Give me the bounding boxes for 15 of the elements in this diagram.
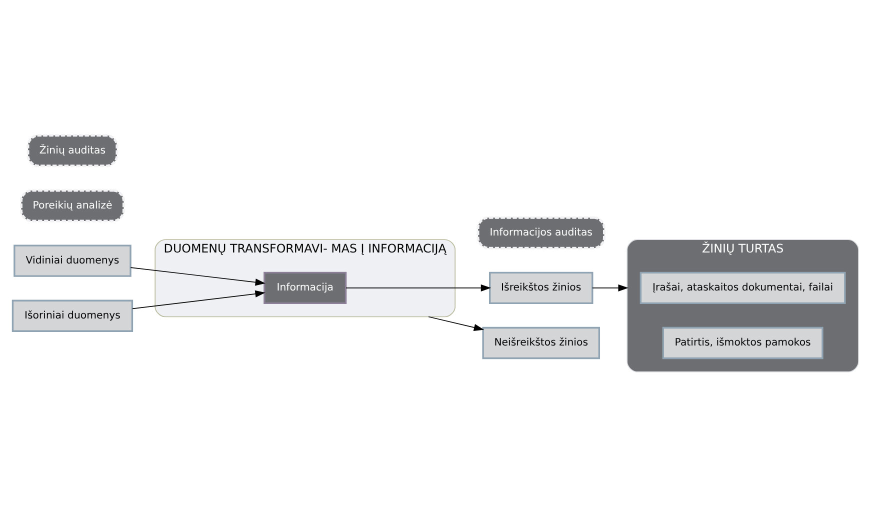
arrow (592, 284, 628, 292)
node-box: Įrašai, ataskaitos dokumentai, failai (640, 272, 846, 304)
node-box: Patirtis, išmoktos pamokos (662, 326, 824, 360)
node-box: Neišreikštos žinios (482, 326, 600, 360)
node-box: Išoriniai duomenys (12, 300, 134, 332)
node-box: Išreikštos žinios (489, 272, 594, 304)
node-box: Žinių auditas (26, 134, 118, 168)
arrow (132, 290, 266, 310)
node-box: Poreikių analizė (20, 189, 126, 222)
arrow (346, 284, 492, 292)
arrow (130, 267, 266, 286)
arrow (428, 316, 484, 331)
node-box: Informacija (264, 272, 347, 304)
node-box: Informacijos auditas (476, 216, 606, 250)
node-box: Vidiniai duomenys (14, 244, 132, 277)
